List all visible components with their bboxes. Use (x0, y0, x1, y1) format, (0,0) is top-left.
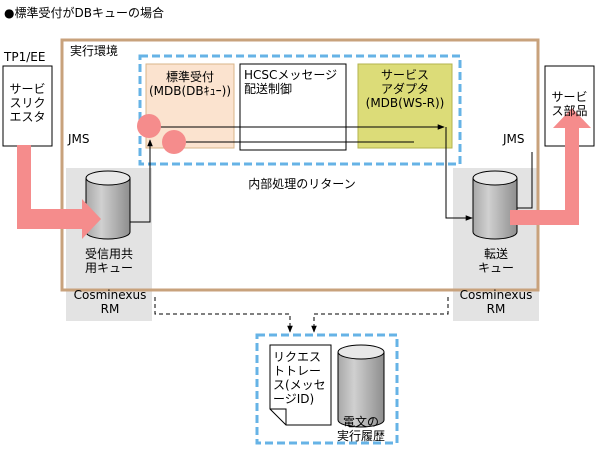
flow-marker-return (162, 130, 186, 154)
flow-marker-reception (137, 114, 161, 138)
cosminexus-rm-left-label: Cosminexus RM (73, 288, 147, 316)
execution-history-label: 電文の 実行履歴 (336, 415, 385, 443)
forward-flow-arrow (510, 108, 591, 225)
hcsc-message-control-label: HCSCメッセージ 配送制御 (244, 68, 338, 96)
request-trace-document-icon (269, 344, 332, 426)
hcsc-message-control-box (239, 63, 347, 151)
standard-reception-box (145, 63, 235, 149)
left-history-link (154, 297, 293, 333)
jms-right-label: JMS (503, 132, 525, 146)
right-history-link (311, 297, 449, 333)
service-requester-label: サービ スリク エスタ (9, 82, 46, 124)
adapter-to-forward-queue-line (445, 127, 473, 221)
standard-reception-label: 標準受付 (MDB(DBｷｭｰ)) (148, 70, 232, 98)
system-title: 実行環境 (70, 44, 119, 58)
receive-queue-label: 受信用共 用キュー (84, 247, 133, 275)
receive-queue-cylinder-icon (85, 170, 131, 240)
forward-queue-cylinder-icon (472, 170, 518, 240)
execution-environment-frame (60, 38, 540, 292)
request-trace-label: リクエス トトレー ス(メッセ ージID) (273, 350, 326, 406)
tp1-ee-label: TP1/EE (4, 50, 46, 64)
service-component-label: サービ ス部品 (551, 90, 588, 118)
history-dashed-area (255, 333, 399, 445)
cosminexus-rm-right-label: Cosminexus RM (459, 288, 533, 316)
forward-queue-label: 転送 キュー (477, 247, 514, 275)
jms-left-label: JMS (68, 132, 90, 146)
page-title: ●標準受付がDBキューの場合 (4, 6, 164, 20)
execution-history-cylinder-icon (337, 344, 385, 428)
service-adapter-label: サービス アダプタ (MDB(WS-R)) (365, 68, 445, 110)
request-flow-arrow (17, 145, 101, 239)
service-adapter-box (357, 63, 453, 149)
internal-return-label: 内部処理のリターン (248, 177, 356, 191)
service-requester-box (2, 65, 53, 147)
hcsc-dashed-area (138, 54, 462, 166)
forward-queue-to-component-line (517, 152, 533, 209)
receive-queue-to-reception-line (130, 139, 153, 223)
